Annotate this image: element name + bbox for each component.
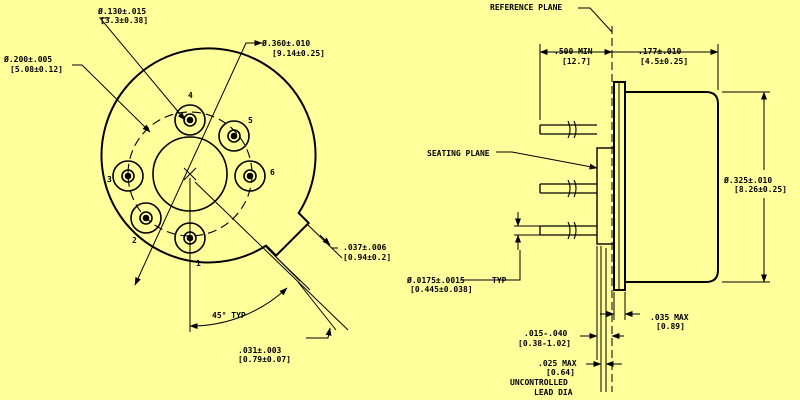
bottom-view-labels: Ø.130±.015 [3.3±0.38] Ø.200±.005 [5.08±0… bbox=[3, 6, 391, 364]
pin-5-label: 5 bbox=[248, 116, 253, 125]
flange-thk-label: .035 MAX bbox=[650, 313, 689, 322]
pin-circle-dia-metric: [5.08±0.12] bbox=[10, 65, 63, 74]
body-dia-metric: [9.14±0.25] bbox=[272, 49, 325, 58]
lead-dia-typ: TYP bbox=[492, 276, 507, 285]
can-dia-label: Ø.325±.010 bbox=[723, 175, 772, 185]
can-height-metric: [4.5±0.25] bbox=[640, 57, 688, 66]
pin-1-label: 1 bbox=[196, 259, 201, 268]
tab-width-label: .037±.006 bbox=[343, 243, 387, 252]
lead-dia-metric: [0.445±0.038] bbox=[410, 285, 473, 294]
pin-3 bbox=[112, 160, 144, 192]
seat-offset-metric: [0.38-1.02] bbox=[518, 339, 571, 348]
bottom-view bbox=[100, 47, 317, 264]
reference-plane-label: REFERENCE PLANE bbox=[490, 3, 562, 12]
body-dia-label: Ø.360±.010 bbox=[261, 38, 310, 48]
can-height-label: .177±.010 bbox=[638, 47, 682, 56]
mount-hole-dia-metric: [3.3±0.38] bbox=[100, 16, 148, 25]
flange-thk-metric: [0.89] bbox=[656, 322, 685, 331]
tab-length-metric: [0.79±0.07] bbox=[238, 355, 291, 364]
mount-hole-dia-label: Ø.130±.015 bbox=[97, 6, 146, 16]
tab-width-metric: [0.94±0.2] bbox=[343, 253, 391, 262]
flange-outline bbox=[100, 47, 317, 264]
lead-length-metric: [12.7] bbox=[562, 57, 591, 66]
uncontrolled-metric: [0.64] bbox=[546, 368, 575, 377]
uncontrolled-max-label: .025 MAX bbox=[538, 359, 577, 368]
pin-6 bbox=[234, 160, 266, 192]
leads bbox=[539, 124, 597, 236]
uncontrolled-line2: LEAD DIA bbox=[534, 388, 573, 397]
pin-4-label: 4 bbox=[188, 91, 193, 100]
bottom-view-dimensions bbox=[72, 17, 349, 339]
side-view bbox=[539, 81, 719, 291]
seat-offset-label: .015-.040 bbox=[524, 329, 568, 338]
angle-label: 45° TYP bbox=[212, 311, 246, 320]
can-body bbox=[625, 91, 719, 283]
header-pedestal bbox=[596, 147, 615, 245]
pin-3-label: 3 bbox=[107, 175, 112, 184]
pin-circle-dia-label: Ø.200±.005 bbox=[3, 54, 52, 64]
pin-6-label: 6 bbox=[270, 168, 275, 177]
tab-length-label: .031±.003 bbox=[238, 346, 282, 355]
pin-2 bbox=[130, 202, 162, 234]
lead-dia-label: Ø.0175±.0015 bbox=[406, 275, 465, 285]
seating-plane-label: SEATING PLANE bbox=[427, 149, 490, 158]
lead-length-label: .500 MIN bbox=[554, 47, 593, 56]
pin-4 bbox=[174, 104, 206, 136]
uncontrolled-line1: UNCONTROLLED bbox=[510, 378, 568, 387]
side-view-labels: REFERENCE PLANE .500 MIN [12.7] .177±.01… bbox=[406, 3, 787, 397]
pin-2-label: 2 bbox=[132, 236, 137, 245]
side-view-dimensions bbox=[460, 7, 770, 392]
lead-breaks bbox=[567, 120, 577, 240]
pin-5 bbox=[218, 120, 250, 152]
can-dia-metric: [8.26±0.25] bbox=[734, 185, 787, 194]
